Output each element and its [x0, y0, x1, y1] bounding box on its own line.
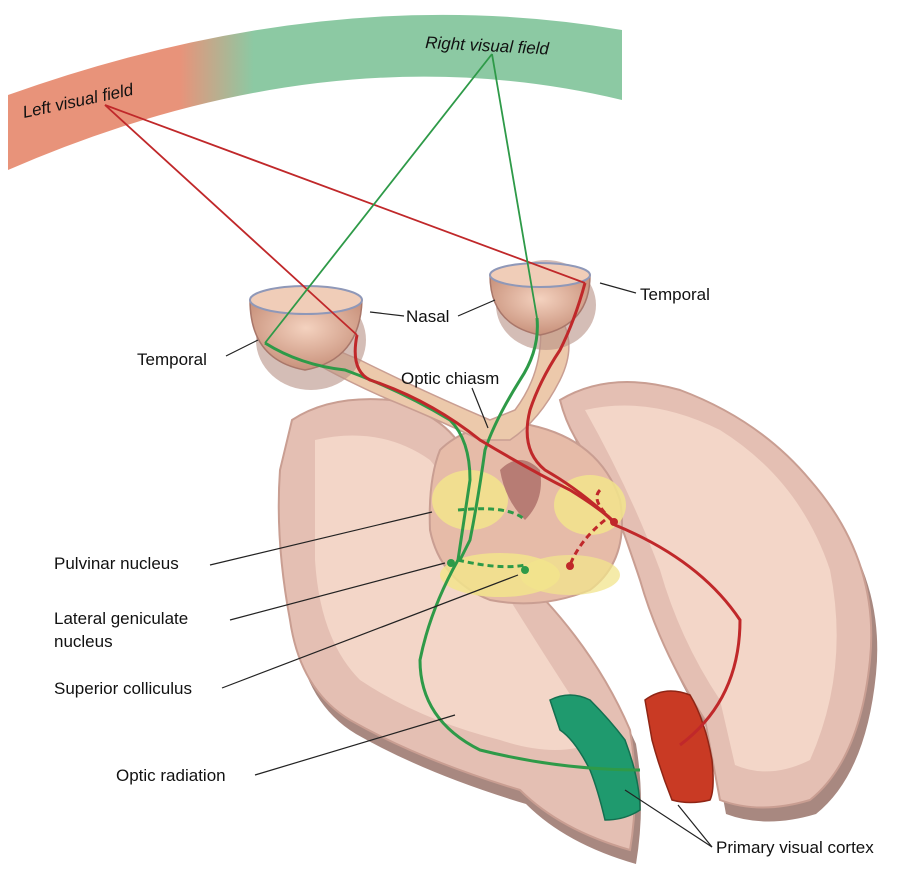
left-field-pathway [353, 282, 742, 747]
primary-visual-cortex-label: Primary visual cortex [716, 838, 874, 857]
lateral-geniculate-label: Lateral geniculate [54, 609, 188, 628]
right-eye [489, 260, 596, 350]
synapse-dots [447, 518, 618, 574]
primary-visual-cortex-left [549, 694, 641, 821]
optic-radiation-label: Optic radiation [116, 766, 226, 785]
pulvinar-nucleus-shape [432, 470, 508, 530]
superior-colliculus-label: Superior colliculus [54, 679, 192, 698]
left-eye [249, 285, 366, 390]
temporal-right-label: Temporal [640, 285, 710, 304]
pulvinar-nucleus-label: Pulvinar nucleus [54, 554, 179, 573]
optic-chiasm-label: Optic chiasm [401, 369, 499, 388]
nasal-label: Nasal [406, 307, 449, 326]
leader-lines [209, 282, 713, 848]
right-field-pathway [264, 317, 641, 772]
temporal-left-label: Temporal [137, 350, 207, 369]
primary-visual-cortex-right [644, 690, 714, 804]
light-rays [104, 53, 586, 344]
visual-field-band [8, 14, 622, 171]
lateral-geniculate-label-line2: nucleus [54, 632, 113, 651]
